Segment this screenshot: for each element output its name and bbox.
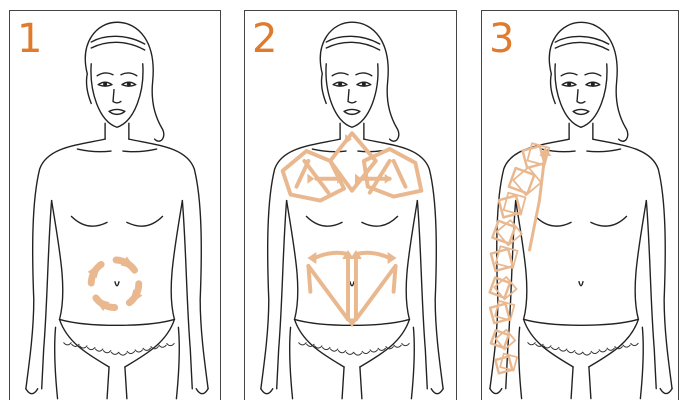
inner-leg-left	[107, 367, 109, 399]
abdomen-massage-arrows-icon	[307, 250, 396, 327]
nose	[577, 90, 585, 103]
leg-right	[411, 327, 414, 398]
breast-left	[306, 216, 342, 226]
underwear-left	[295, 319, 345, 367]
leg-right	[176, 327, 179, 398]
leg-left	[290, 327, 293, 398]
eyebrow-left	[561, 73, 577, 76]
pupil-left	[103, 82, 107, 86]
woman-figure-outline	[490, 22, 672, 398]
pupil-right	[362, 82, 366, 86]
nose	[348, 90, 356, 103]
panel-3: 3	[481, 10, 679, 400]
eyebrow-right	[585, 73, 601, 76]
pupil-right	[591, 82, 595, 86]
chest-stroke	[297, 161, 309, 187]
collarbone-right	[123, 149, 157, 152]
hand-left	[26, 389, 38, 394]
chest-massage-arrows-icon	[283, 133, 422, 200]
hand-right	[196, 389, 208, 394]
pupil-left	[338, 82, 342, 86]
breast-right	[591, 216, 627, 226]
eyebrow-right	[121, 73, 137, 76]
arm-square	[491, 330, 509, 348]
hand-right	[431, 389, 443, 394]
hand-left	[261, 389, 273, 394]
torso-left	[287, 201, 298, 320]
figure-svg	[10, 11, 220, 400]
navel	[579, 282, 583, 286]
face-outline	[555, 64, 607, 127]
hairband-2	[555, 42, 608, 50]
nose	[113, 90, 121, 103]
woman-figure-outline	[261, 22, 443, 398]
inner-leg-left	[342, 367, 344, 399]
underwear-top	[524, 319, 639, 325]
arm-left-outer	[26, 139, 105, 389]
eyebrow-right	[356, 73, 372, 76]
face-outline	[326, 64, 378, 127]
arm-right-inner	[182, 201, 192, 389]
arrow-head	[388, 252, 397, 264]
arm-massage-squares-icon	[490, 143, 552, 373]
underwear-left	[524, 319, 573, 367]
eyebrow-left	[97, 73, 113, 76]
torso-right	[171, 201, 182, 320]
torso-right	[635, 201, 646, 320]
figure-svg	[482, 11, 678, 400]
hairband-2	[326, 42, 379, 50]
lips	[344, 109, 360, 114]
panel-1: 1	[9, 10, 221, 400]
breast-right	[362, 216, 398, 226]
arm-square	[495, 356, 512, 373]
collarbone-left	[77, 149, 111, 152]
abdomen-stroke	[314, 253, 348, 258]
underwear-top	[60, 319, 175, 325]
arm-left-inner	[42, 201, 52, 389]
inner-leg-right	[360, 367, 362, 399]
woman-figure-outline	[26, 22, 208, 398]
chest-stroke	[394, 161, 406, 187]
lips	[109, 109, 125, 114]
torso-left	[516, 201, 527, 320]
face-outline	[91, 64, 143, 127]
leg-left	[55, 327, 58, 398]
abdomen-stroke	[356, 266, 396, 319]
torso-left	[52, 201, 63, 320]
arrow-head	[385, 174, 392, 184]
collarbone-right	[587, 149, 621, 152]
breast-left	[535, 216, 571, 226]
navel	[115, 282, 119, 286]
eyebrow-left	[332, 73, 348, 76]
underwear-left	[60, 319, 110, 367]
pupil-left	[567, 82, 571, 86]
leg-left	[519, 327, 522, 398]
figure-svg	[245, 11, 456, 400]
navel	[350, 282, 354, 286]
inner-leg-left	[571, 367, 573, 399]
arm-right-inner	[646, 201, 656, 389]
pupil-right	[127, 82, 131, 86]
arm-right-inner	[417, 201, 427, 389]
torso-right	[406, 201, 417, 320]
abdomen-stroke	[394, 266, 396, 292]
panel-2: 2	[244, 10, 457, 400]
hairband-2	[91, 42, 144, 50]
leg-right	[640, 327, 643, 398]
hand-left	[490, 389, 502, 394]
abdomen-stroke	[308, 266, 310, 292]
inner-leg-right	[125, 367, 127, 399]
arm-left-inner	[277, 201, 287, 389]
arm-left-outer	[490, 139, 569, 388]
abdomen-stroke	[308, 266, 348, 319]
hand-right	[660, 389, 672, 394]
abdomen-stroke	[356, 253, 390, 258]
inner-leg-right	[589, 367, 591, 399]
breast-right	[127, 216, 163, 226]
arrow-head	[307, 252, 316, 264]
breast-left	[71, 216, 107, 226]
lips	[573, 109, 589, 114]
